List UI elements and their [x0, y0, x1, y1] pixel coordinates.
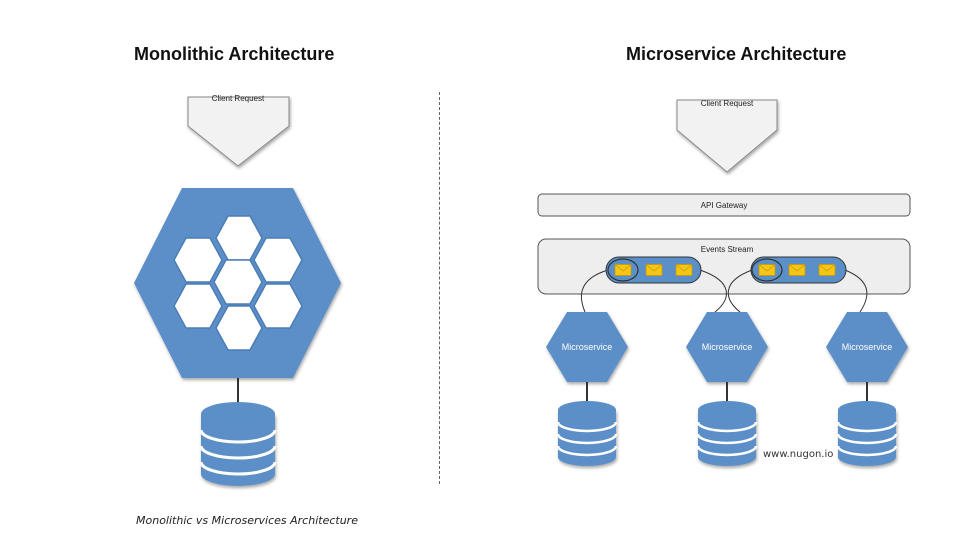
events-stream-label: Events Stream: [701, 245, 754, 254]
microservice-3: Microservice: [826, 312, 908, 382]
microservice-1-database-icon: [558, 401, 616, 466]
microservice-title: Microservice Architecture: [626, 44, 847, 64]
microservice-2-database-icon: [698, 401, 756, 466]
microservice-1: Microservice: [546, 312, 628, 382]
inner-cell: [173, 237, 223, 283]
envelope-icon: [675, 264, 693, 276]
inner-cell: [173, 283, 223, 329]
section-divider: [439, 92, 440, 484]
queue-connectors: [580, 269, 868, 313]
monolith-hexagon: [134, 188, 341, 378]
envelope-icon: [645, 264, 663, 276]
inner-cell: [215, 305, 263, 351]
microservice-2: Microservice: [686, 312, 768, 382]
monolithic-title: Monolithic Architecture: [134, 44, 335, 64]
inner-cell: [253, 237, 303, 283]
envelope-icon: [818, 264, 836, 276]
envelope-icon: [788, 264, 806, 276]
message-queue-1: [605, 256, 702, 284]
microservice-label: Microservice: [842, 342, 893, 352]
inner-cell: [213, 259, 263, 305]
api-gateway-label: API Gateway: [701, 201, 748, 210]
client-request-label-left: Client Request: [212, 94, 265, 103]
inner-cell: [253, 283, 303, 329]
envelope-icon: [614, 264, 632, 276]
api-gateway-bar: API Gateway: [537, 193, 911, 217]
figure-caption: Monolithic vs Microservices Architecture: [136, 514, 358, 527]
client-request-chevron-right: Client Request: [676, 99, 778, 173]
microservice-3-database-icon: [838, 401, 896, 466]
monolith-database-icon: [201, 402, 275, 486]
client-request-label-right: Client Request: [701, 99, 754, 108]
microservice-label: Microservice: [562, 342, 613, 352]
watermark: www.nugon.io: [763, 449, 834, 460]
microservice-label: Microservice: [702, 342, 753, 352]
envelope-icon: [758, 264, 776, 276]
message-queue-2: [750, 256, 847, 284]
client-request-chevron-left: Client Request: [187, 94, 290, 167]
